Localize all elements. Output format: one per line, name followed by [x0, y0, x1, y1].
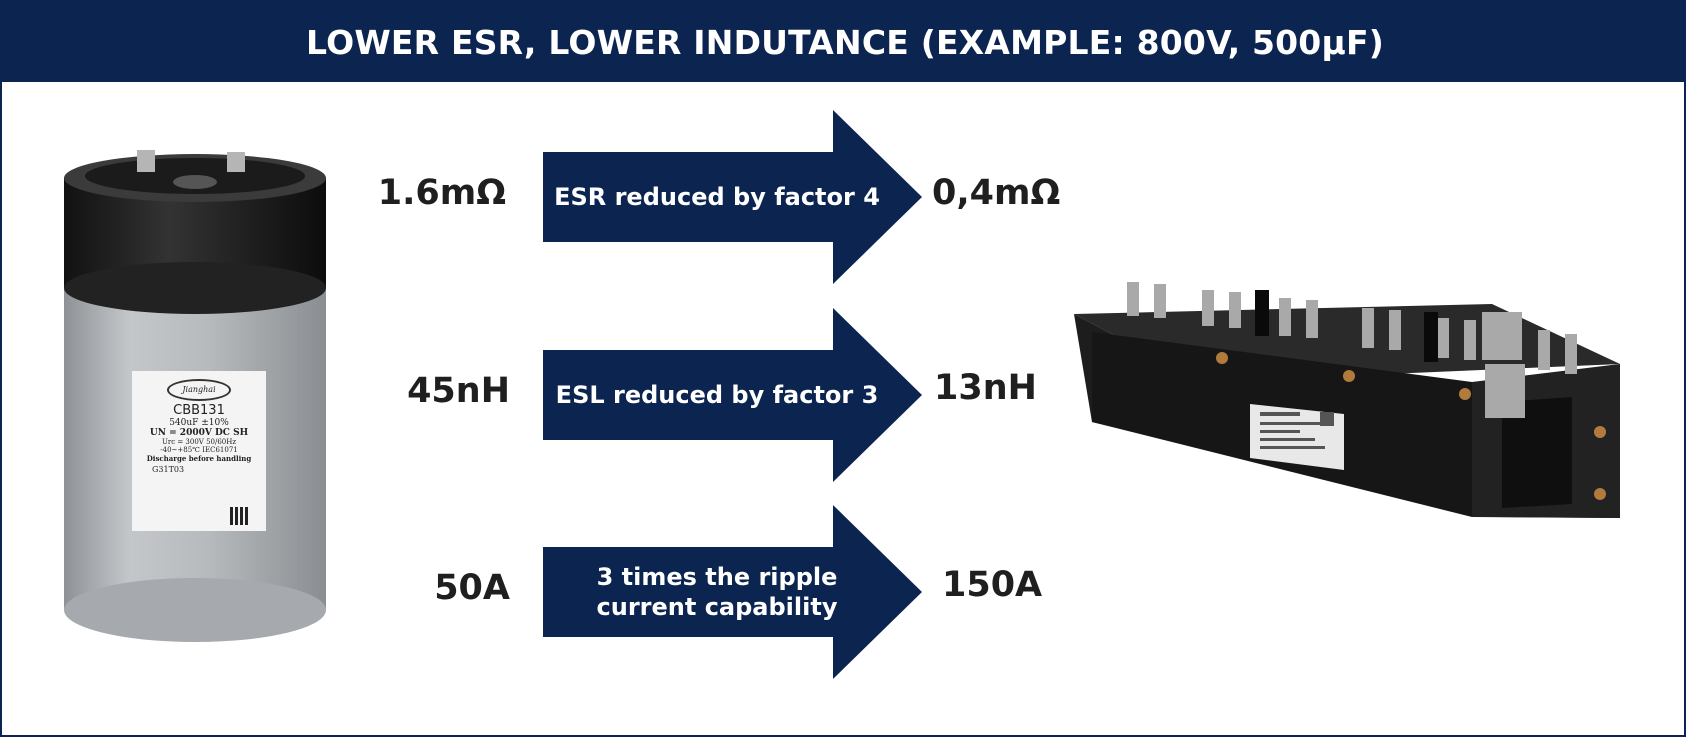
qr-code — [230, 507, 248, 525]
label-line: Urc = 300V 50/60Hz — [161, 438, 237, 446]
esl-before-value: 45nH — [407, 371, 510, 411]
label-line: UN = 2000V DC SH — [149, 428, 249, 438]
cylindrical-capacitor-image — [64, 150, 326, 642]
label-line: -40~+85℃ IEC61071 — [160, 446, 238, 454]
esr-reduction-label: ESR reduced by factor 4 — [554, 183, 880, 211]
label-line: 540uF ±10% — [169, 418, 229, 428]
brand-logo: Jianghai — [167, 379, 231, 401]
esr-after-value: 0,4mΩ — [932, 173, 1061, 213]
arrow-ripple — [543, 505, 922, 679]
ripple-before-value: 50A — [434, 568, 510, 608]
label-line: Discharge before handling — [146, 454, 252, 463]
label-line: G31T03 — [152, 465, 185, 474]
model-text: CBB131 — [173, 403, 225, 418]
arrow-esl — [543, 308, 922, 482]
ripple-after-value: 150A — [942, 565, 1043, 605]
rectangular-capacitor-module-image — [1074, 282, 1620, 518]
esr-before-value: 1.6mΩ — [377, 173, 506, 213]
capacitor-label-sticker: Jianghai CBB131 540uF ±10% UN = 2000V DC… — [132, 371, 266, 531]
arrow-esr — [543, 110, 922, 284]
esl-after-value: 13nH — [934, 368, 1037, 408]
ripple-current-label: 3 times the ripple current capability — [596, 563, 838, 621]
slide-title: LOWER ESR, LOWER INDUTANCE (EXAMPLE: 800… — [2, 2, 1686, 82]
esl-reduction-label: ESL reduced by factor 3 — [555, 381, 879, 409]
